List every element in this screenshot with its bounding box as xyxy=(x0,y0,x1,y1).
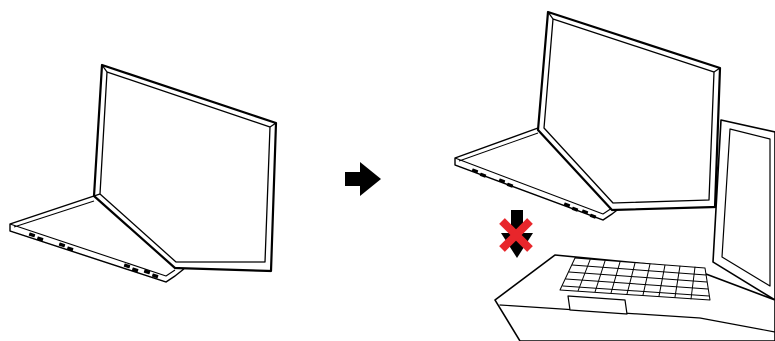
do-not-press-warning xyxy=(499,210,533,258)
monitor-screen xyxy=(92,63,278,273)
red-x-icon xyxy=(499,218,533,252)
next-step-arrow xyxy=(345,162,381,196)
monitor-screen-right xyxy=(536,10,722,212)
laptop-touchpad xyxy=(567,295,628,315)
portable-monitor-left xyxy=(9,63,278,283)
laptop-keyboard xyxy=(559,257,711,301)
monitor-stand-base-right xyxy=(454,127,716,221)
laptop xyxy=(494,119,775,341)
portable-monitor-right xyxy=(454,10,722,221)
